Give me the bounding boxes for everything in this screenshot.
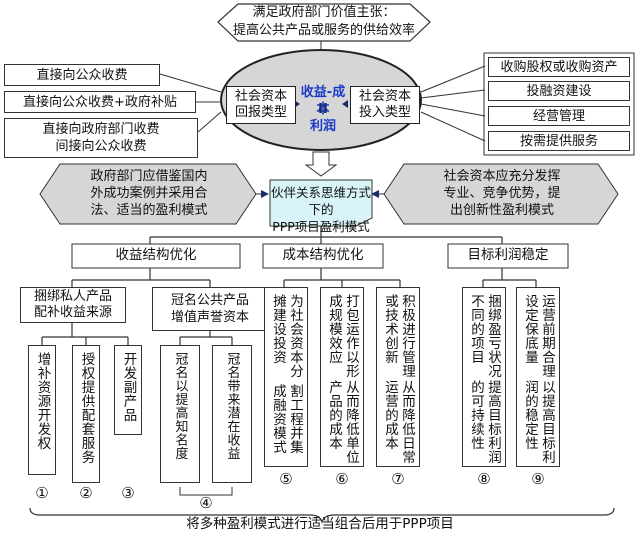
left-note-line1: 政府部门应借鉴国内 (90, 169, 208, 184)
revenue-type-3-line1: 直接向政府部门收费 (42, 122, 160, 137)
bottom-brace (29, 507, 615, 525)
down-arrow-shape (304, 151, 338, 177)
category-cost: 成本结构优化 (282, 247, 364, 263)
number-6: ⑥ (335, 470, 349, 488)
top-banner-line2: 提高公共产品或服务的供给效率 (232, 23, 415, 38)
category-revenue: 收益结构优化 (115, 247, 197, 263)
item-8: 捆绑盈亏状况不同的项目 提高目标利润的可持续性 (462, 287, 506, 467)
revenue-type-3: 直接向政府部门收费 间接向公众收费 (4, 118, 198, 158)
top-banner-shape (217, 3, 431, 42)
center-box-line2: PPP项目盈利模式 (272, 219, 370, 234)
bottom-summary: 将多种盈利模式进行适当组合后用于PPP项目 (186, 516, 454, 532)
left-note-line3: 法、适当的盈利模式 (90, 203, 208, 218)
investment-type-1: 收购股权或收购资产 (488, 57, 630, 77)
investment-type-line2: 投入类型 (358, 105, 411, 120)
item-9: 运营前期合理设定保底量 以提高目标利润的稳定性 (516, 287, 560, 467)
number-5: ⑤ (279, 470, 293, 488)
item-6: 打包运作以形成规模效应 从而降低单位产品的成本 (320, 287, 364, 467)
naming-line2: 增值声誉资本 (170, 310, 249, 325)
bundle-line2: 配补收益来源 (33, 305, 112, 320)
right-note-line3: 出创新性盈利模式 (449, 203, 554, 218)
item-6-col1: 打包运作以形成规模效应 (326, 294, 359, 378)
investment-type-line1: 社会资本 (358, 89, 411, 104)
return-type-line1: 社会资本 (234, 89, 287, 104)
item-8-col1: 捆绑盈亏状况不同的项目 (468, 294, 501, 378)
investment-type-4: 按需提供服务 (488, 131, 630, 151)
investment-type-2: 投融资建设 (488, 81, 630, 101)
number-9: ⑨ (531, 470, 545, 488)
item-6-col2: 从而降低单位产品的成本 (326, 380, 359, 464)
profit-label: 利润 (309, 119, 336, 134)
naming-public-products: 冠名公共产品 增值声誉资本 (152, 287, 268, 331)
item-3: 开发副产品 (114, 345, 142, 435)
item-2: 授权提供配套服务 (72, 345, 100, 483)
left-note: 政府部门应借鉴国内 外成功案例并采用合 法、适当的盈利模式 (52, 168, 246, 219)
item-9-col1: 运营前期合理设定保底量 (522, 294, 555, 378)
left-note-shape (39, 163, 257, 225)
item-5: 为社会资本分摊建设投资 割工程并集成融资模式 (264, 287, 308, 467)
bundle-private-products: 捆绑私人产品 配补收益来源 (20, 287, 126, 323)
item-4b: 冠名带来潜在收益 (212, 345, 252, 483)
revenue-cost-label: 收益-成本 (300, 85, 346, 117)
right-note: 社会资本应充分发挥 专业、竞争优势，提 出创新性盈利模式 (396, 168, 608, 219)
bundle-line1: 捆绑私人产品 (33, 289, 112, 304)
item-8-col2: 提高目标利润的可持续性 (468, 380, 501, 464)
number-2: ② (79, 484, 93, 502)
return-type-box: 社会资本 回报类型 (226, 86, 296, 124)
return-type-line2: 回报类型 (234, 105, 287, 120)
naming-line1: 冠名公共产品 (170, 293, 249, 308)
center-box-line1: 伙伴关系思维方式下的 (270, 185, 371, 217)
item-7-col2: 从而降低日常运营的成本 (382, 380, 415, 464)
category-profit: 目标利润稳定 (467, 247, 549, 263)
center-box-shape (269, 179, 373, 227)
item-7-col1: 积极进行管理或技术创新 (382, 294, 415, 378)
item-5-col1: 为社会资本分摊建设投资 (270, 294, 303, 378)
item-9-col2: 以提高目标利润的稳定性 (522, 380, 555, 464)
item-7: 积极进行管理或技术创新 从而降低日常运营的成本 (376, 287, 420, 467)
item-5-col2: 割工程并集成融资模式 (270, 384, 303, 455)
revenue-type-2: 直接向公众收费+政府补贴 (4, 91, 196, 113)
top-banner-line1: 满足政府部门价值主张： (252, 5, 396, 20)
number-3: ③ (121, 484, 135, 502)
left-note-line2: 外成功案例并采用合 (90, 186, 208, 201)
number-4: ④ (199, 494, 213, 512)
right-note-line1: 社会资本应充分发挥 (443, 169, 561, 184)
number-8: ⑧ (477, 470, 491, 488)
center-box: 伙伴关系思维方式下的 PPP项目盈利模式 (270, 184, 372, 235)
equals-label: II (318, 102, 328, 117)
investment-type-3: 经营管理 (488, 106, 630, 126)
right-note-line2: 专业、竞争优势，提 (443, 186, 561, 201)
number-7: ⑦ (391, 470, 405, 488)
revenue-type-1: 直接向公众收费 (4, 64, 160, 86)
revenue-type-3-line2: 间接向公众收费 (55, 139, 147, 154)
number-1: ① (35, 484, 49, 502)
item-1: 增补资源开发权 (28, 345, 56, 475)
item-4a: 冠名以提高知名度 (160, 345, 200, 483)
investment-type-box: 社会资本 投入类型 (350, 86, 420, 124)
